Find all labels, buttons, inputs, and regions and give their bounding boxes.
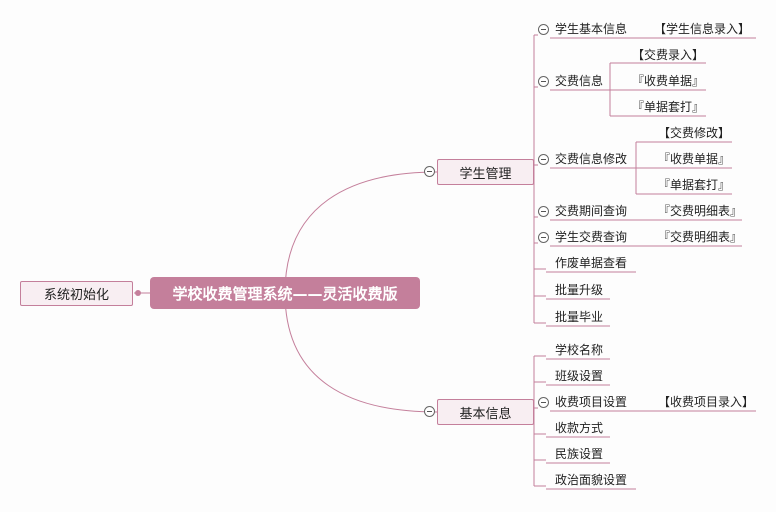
fee-item-entry-item[interactable]: 【收费项目录入】	[658, 395, 755, 409]
payment-method-item[interactable]: 收款方式	[555, 421, 604, 435]
batch-graduate-item[interactable]: 批量毕业	[555, 310, 604, 324]
collapse-toggle-icon[interactable]	[424, 406, 435, 417]
fee-modify-item[interactable]: 交费信息修改	[555, 152, 628, 166]
fee-entry-item[interactable]: 【交费录入】	[632, 48, 705, 62]
collapse-toggle-icon[interactable]	[538, 24, 549, 35]
fee-period-query-item[interactable]: 交费期间查询	[555, 204, 628, 218]
political-status-setup-item[interactable]: 政治面貌设置	[555, 473, 628, 487]
basic-info-node[interactable]: 基本信息	[437, 399, 534, 425]
system-init-node[interactable]: 系统初始化	[20, 281, 133, 306]
fee-detail-report-item[interactable]: 『交费明细表』	[658, 230, 743, 244]
class-setup-item[interactable]: 班级设置	[555, 369, 604, 383]
ethnicity-setup-item[interactable]: 民族设置	[555, 447, 604, 461]
collapse-toggle-icon[interactable]	[538, 232, 549, 243]
collapse-toggle-icon[interactable]	[538, 397, 549, 408]
student-management-node[interactable]: 学生管理	[437, 159, 534, 185]
student-fee-query-item[interactable]: 学生交费查询	[555, 230, 628, 244]
void-receipt-item[interactable]: 作废单据查看	[555, 256, 628, 270]
fee-detail-report-item[interactable]: 『交费明细表』	[658, 204, 743, 218]
fee-modify-entry-item[interactable]: 【交费修改】	[658, 126, 731, 140]
collapse-toggle-icon[interactable]	[538, 206, 549, 217]
root-node[interactable]: 学校收费管理系统——灵活收费版	[150, 277, 420, 309]
fee-receipt-item[interactable]: 『收费单据』	[632, 74, 705, 88]
student-info-entry-item[interactable]: 【学生信息录入】	[654, 22, 751, 36]
collapse-toggle-icon[interactable]	[424, 166, 435, 177]
fee-item-setup-item[interactable]: 收费项目设置	[555, 395, 628, 409]
fee-receipt-item[interactable]: 『收费单据』	[658, 152, 731, 166]
batch-upgrade-item[interactable]: 批量升级	[555, 283, 604, 297]
school-name-item[interactable]: 学校名称	[555, 343, 604, 357]
collapse-toggle-icon[interactable]	[538, 76, 549, 87]
fee-info-item[interactable]: 交费信息	[555, 74, 604, 88]
collapse-toggle-icon[interactable]	[538, 154, 549, 165]
student-basic-info-item[interactable]: 学生基本信息	[555, 22, 628, 36]
receipt-print-item[interactable]: 『单据套打』	[658, 178, 731, 192]
receipt-print-item[interactable]: 『单据套打』	[632, 100, 705, 114]
